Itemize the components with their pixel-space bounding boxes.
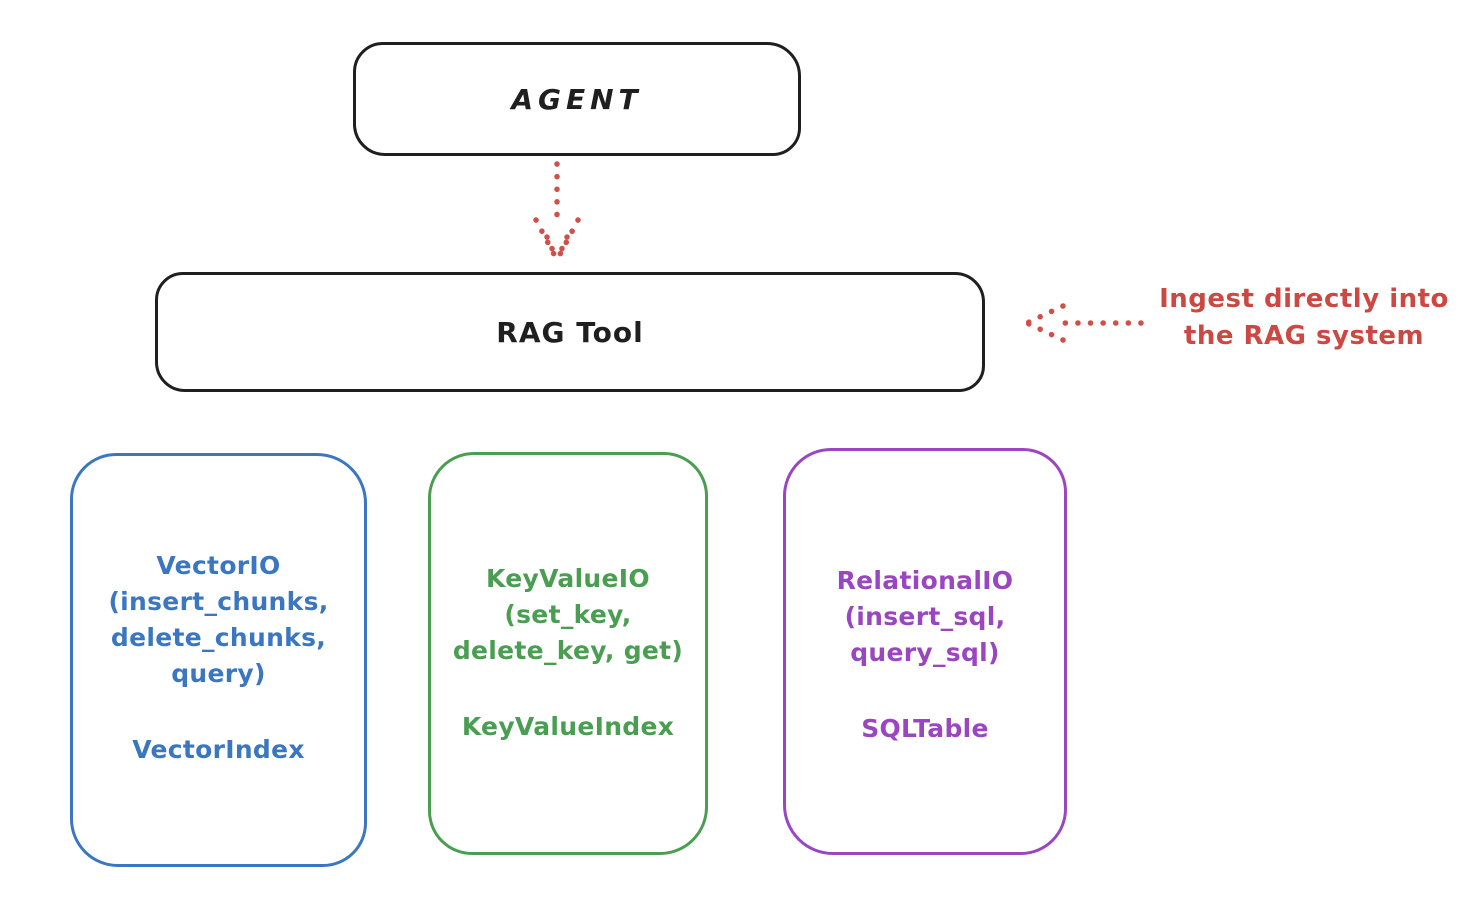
agent-to-rag-arrow-icon (533, 161, 581, 263)
card-text-line: query_sql) (850, 638, 1000, 667)
ingest-annotation: Ingest directly into the RAG system (1130, 281, 1478, 355)
card-relational-io: RelationalIO (insert_sql, query_sql) SQL… (783, 448, 1067, 855)
card-text-line: (insert_chunks, (108, 587, 329, 616)
card-text-line: (insert_sql, (844, 602, 1006, 631)
agent-node: AGENT (353, 42, 801, 156)
card-keyvalue-io: KeyValueIO (set_key, delete_key, get) Ke… (428, 452, 708, 855)
card-text-line: RelationalIO (836, 566, 1014, 595)
card-text-line: (set_key, (504, 600, 632, 629)
rag-tool-node: RAG Tool (155, 272, 985, 392)
annotation-line-1: Ingest directly into (1159, 284, 1449, 314)
card-text-line: delete_key, get) (452, 636, 684, 665)
card-index-label: SQLTable (861, 714, 989, 743)
card-index-label: VectorIndex (132, 735, 305, 764)
annotation-line-2: the RAG system (1183, 321, 1425, 351)
card-text-line: query) (171, 659, 266, 688)
card-vector-io: VectorIO (insert_chunks, delete_chunks, … (70, 453, 367, 867)
card-text-line: delete_chunks, (110, 623, 327, 652)
card-text-line: VectorIO (156, 551, 281, 580)
card-text-line: KeyValueIO (486, 564, 650, 593)
rag-tool-label: RAG Tool (496, 315, 644, 349)
card-index-label: KeyValueIndex (461, 712, 675, 741)
agent-label: AGENT (511, 82, 643, 116)
ingest-annotation-arrow-icon (1024, 303, 1144, 343)
